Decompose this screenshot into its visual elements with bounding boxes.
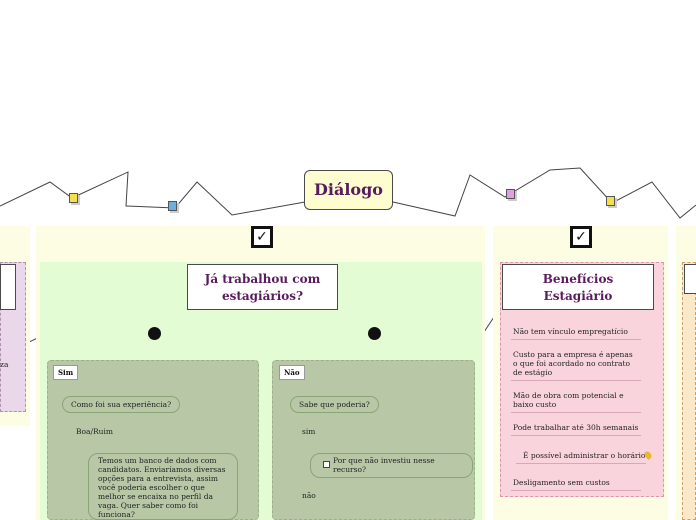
yes-detail: Temos um banco de dados com candidatos. … <box>98 456 226 519</box>
benefit-divider <box>511 412 641 413</box>
benefit-divider <box>511 339 641 340</box>
branch-dot[interactable] <box>368 327 381 340</box>
tag-icon <box>168 201 177 211</box>
checkbox-icon[interactable]: ✓ <box>251 226 273 248</box>
branch-dot[interactable] <box>148 327 161 340</box>
benefit-item[interactable]: É possível administrar o horário <box>523 451 646 460</box>
task-checkbox-icon[interactable] <box>323 461 330 468</box>
benefit-divider <box>516 463 646 464</box>
central-topic[interactable]: Diálogo <box>304 170 393 210</box>
benefit-item[interactable]: Mão de obra com potencial e baixo custo <box>513 391 624 409</box>
tag-icon <box>69 193 78 203</box>
no-question[interactable]: Sabe que poderia? <box>290 396 379 413</box>
no-followup-box[interactable] <box>310 453 473 478</box>
tag-icon <box>606 196 615 206</box>
benefit-item[interactable]: Pode trabalhar até 30h semanais <box>513 423 639 432</box>
benefit-divider <box>511 380 641 381</box>
benefit-divider <box>511 490 641 491</box>
left-branch-title[interactable]: Já trabalhou com estagiários? <box>187 264 338 310</box>
left-edge-title-box <box>0 264 16 310</box>
tag-icon <box>506 189 515 199</box>
right-edge-card <box>682 262 696 520</box>
left-edge-text: za <box>0 360 9 369</box>
checkbox-icon[interactable]: ✓ <box>570 226 592 248</box>
benefit-item[interactable]: Desligamento sem custos <box>513 478 610 487</box>
yes-detail-box[interactable] <box>88 453 238 520</box>
benefit-item[interactable]: Não tem vínculo empregatício <box>513 327 628 336</box>
yes-label[interactable]: Sim <box>53 365 79 380</box>
right-edge-title-box <box>684 264 696 294</box>
no-answer-yes[interactable]: sim <box>302 427 316 436</box>
no-label[interactable]: Não <box>279 365 305 380</box>
benefit-item[interactable]: Custo para a empresa é apenas o que foi … <box>513 350 633 377</box>
no-answer-no[interactable]: não <box>302 491 316 500</box>
no-followup: Por que não investiu nesse recurso? <box>333 456 435 474</box>
benefit-divider <box>511 435 641 436</box>
central-topic-title: Diálogo <box>314 180 383 199</box>
yes-question[interactable]: Como foi sua experiência? <box>62 396 181 413</box>
benefits-title[interactable]: Benefícios Estagiário <box>502 264 654 310</box>
yes-answer[interactable]: Boa/Ruim <box>76 427 114 436</box>
